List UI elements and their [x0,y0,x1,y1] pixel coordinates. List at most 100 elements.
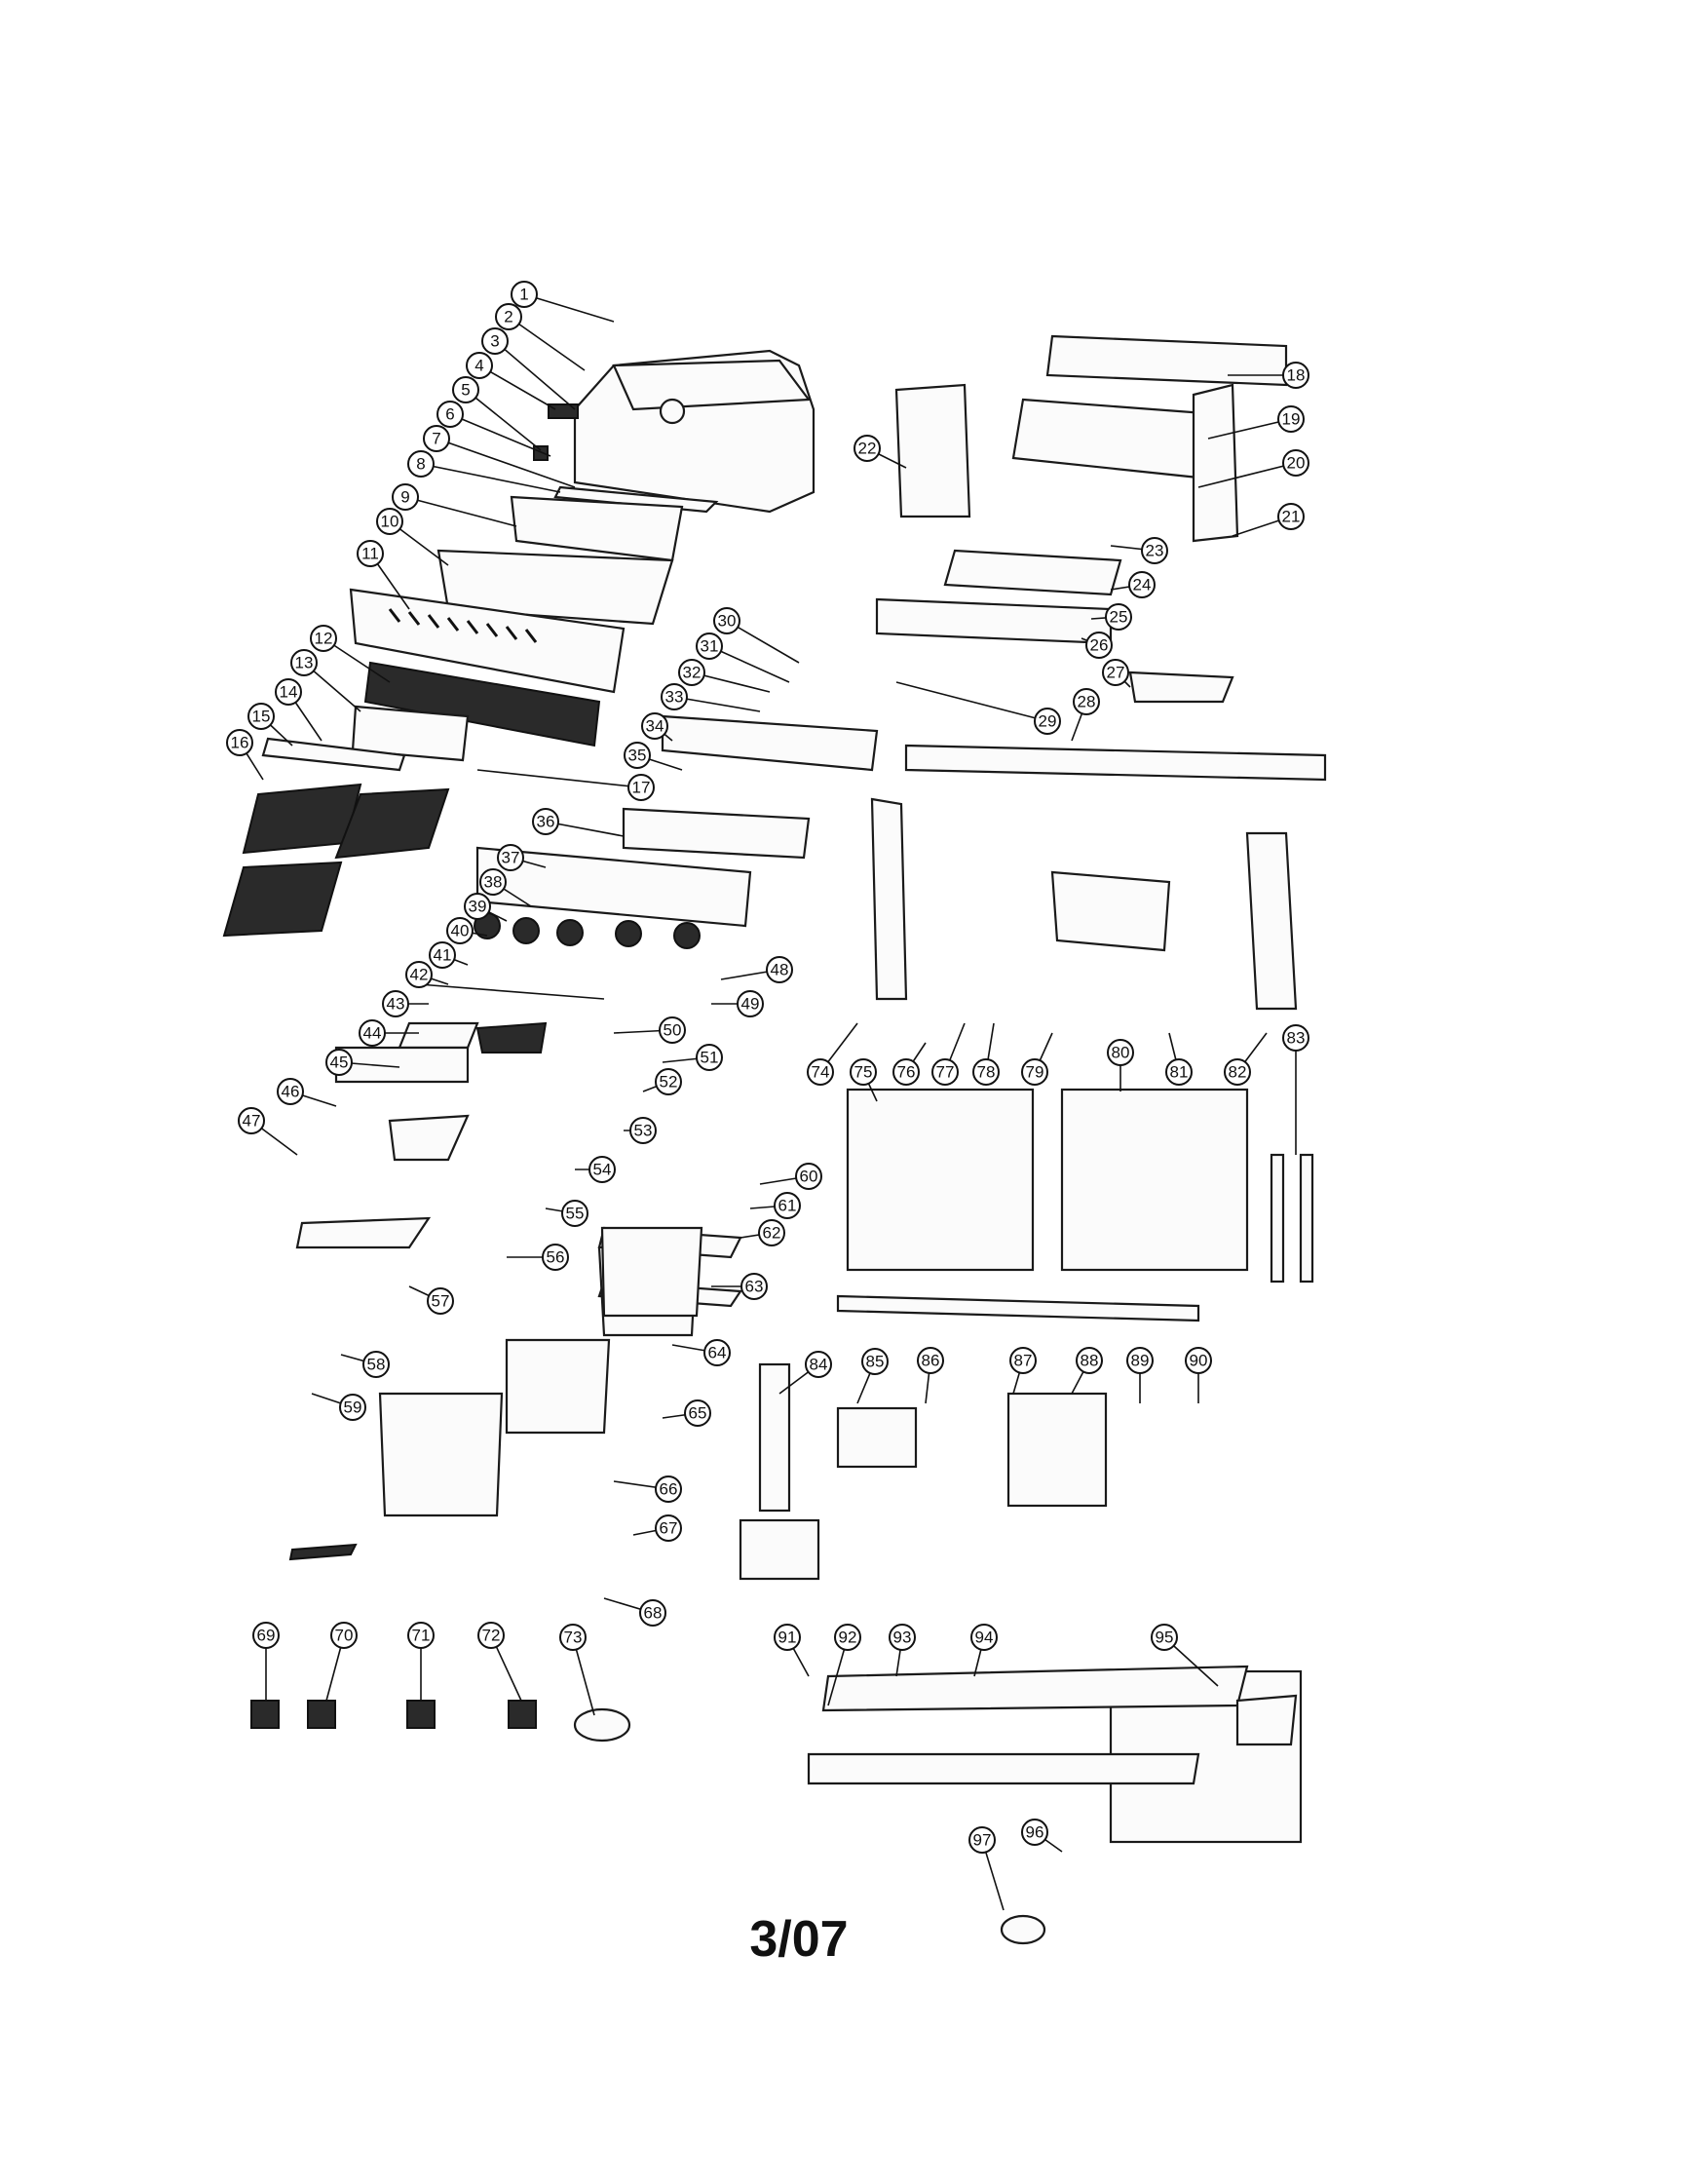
callout-number: 4 [474,357,483,375]
callout-65: 65 [662,1399,711,1427]
callout-circle [559,1624,587,1651]
callout-number: 93 [893,1628,912,1647]
callout-circle [758,1219,785,1246]
callout-circle [277,1078,304,1105]
callout-circle [477,1622,505,1649]
callout-28: 28 [1071,688,1100,742]
callout-51: 51 [662,1044,723,1071]
callout-6: 6 [436,401,551,457]
callout-circle [1277,503,1305,530]
callout-number: 77 [936,1063,955,1082]
callout-circle [931,1058,959,1086]
callout-circle [807,1058,834,1086]
callout-84: 84 [778,1351,832,1395]
callout-number: 25 [1110,608,1128,627]
callout-circle [588,1156,616,1183]
callout-57: 57 [408,1285,454,1315]
callout-circle [427,1287,454,1315]
callout-circle [495,303,522,330]
callout-circle [655,1514,682,1542]
callout-35: 35 [624,742,683,771]
date-code: 3/07 [749,1911,849,1968]
callout-number: 48 [771,961,789,979]
callout-78: 78 [972,1022,1000,1086]
callout-number: 44 [363,1024,382,1043]
callout-67: 67 [632,1514,682,1542]
callout-52: 52 [642,1068,682,1095]
callout-number: 96 [1026,1823,1044,1842]
callout-number: 72 [482,1627,501,1645]
callout-number: 11 [361,545,379,563]
callout-82: 82 [1224,1032,1268,1086]
callout-number: 22 [858,440,877,458]
callout-23: 23 [1110,537,1168,564]
callout-45: 45 [325,1049,400,1076]
callout-number: 42 [410,966,429,984]
callout-number: 70 [335,1627,354,1645]
callout-number: 45 [330,1054,349,1072]
callout-88: 88 [1071,1347,1103,1395]
callout-number: 74 [812,1063,830,1082]
callout-97: 97 [968,1826,1005,1911]
callout-number: 47 [243,1112,261,1130]
callout-71: 71 [407,1622,435,1701]
callout-number: 29 [1039,712,1057,731]
callout-91: 91 [774,1624,810,1677]
callout-circle [275,678,302,706]
callout-circle [889,1624,916,1651]
callout-circle [330,1622,358,1649]
leader-line [708,645,790,683]
callout-85: 85 [856,1348,889,1404]
callout-number: 18 [1287,366,1306,385]
callout-circle [464,893,491,920]
leader-line [478,364,556,410]
callout-circle [511,281,538,308]
callout-27: 27 [1102,659,1131,688]
callout-38: 38 [479,868,532,907]
callout-73: 73 [559,1624,595,1716]
callout-circle [684,1399,711,1427]
callout-circle [542,1244,569,1271]
callout-number: 94 [975,1628,994,1647]
callout-3: 3 [481,327,576,410]
callout-circle [795,1163,822,1190]
callout-circle [561,1200,588,1227]
callout-circle [624,742,651,769]
callout-number: 43 [387,995,405,1014]
callout-number: 63 [745,1278,764,1296]
control-panel-parts [295,714,879,1337]
callout-circle [655,1068,682,1095]
callout-46: 46 [277,1078,337,1107]
callout-circle [629,1117,657,1144]
callout-5: 5 [452,376,542,451]
callout-circle [1073,688,1100,715]
callout-circle [713,607,740,634]
callout-94: 94 [970,1624,998,1677]
callout-number: 9 [400,488,409,507]
callout-number: 61 [778,1197,797,1215]
callout-number: 71 [412,1627,431,1645]
callout-40: 40 [446,917,488,944]
callout-9: 9 [392,483,517,527]
callout-44: 44 [359,1019,419,1047]
callout-11: 11 [357,540,410,610]
callout-36: 36 [532,808,625,837]
callout-number: 82 [1229,1063,1247,1082]
callout-circle [357,540,384,567]
callout-number: 92 [839,1628,857,1647]
callout-1: 1 [511,281,615,323]
callout-30: 30 [713,607,800,664]
callout-29: 29 [895,681,1061,735]
callout-32: 32 [678,659,771,693]
callout-20: 20 [1197,449,1309,488]
callout-10: 10 [376,508,449,566]
callout-22: 22 [854,435,907,469]
callout-number: 79 [1026,1063,1044,1082]
callout-number: 68 [644,1604,663,1623]
callout-55: 55 [545,1200,588,1227]
callout-90: 90 [1185,1347,1212,1403]
callout-circle [479,868,507,896]
callout-circle [972,1058,1000,1086]
callout-circle [1282,449,1309,477]
callout-circle [376,508,403,535]
